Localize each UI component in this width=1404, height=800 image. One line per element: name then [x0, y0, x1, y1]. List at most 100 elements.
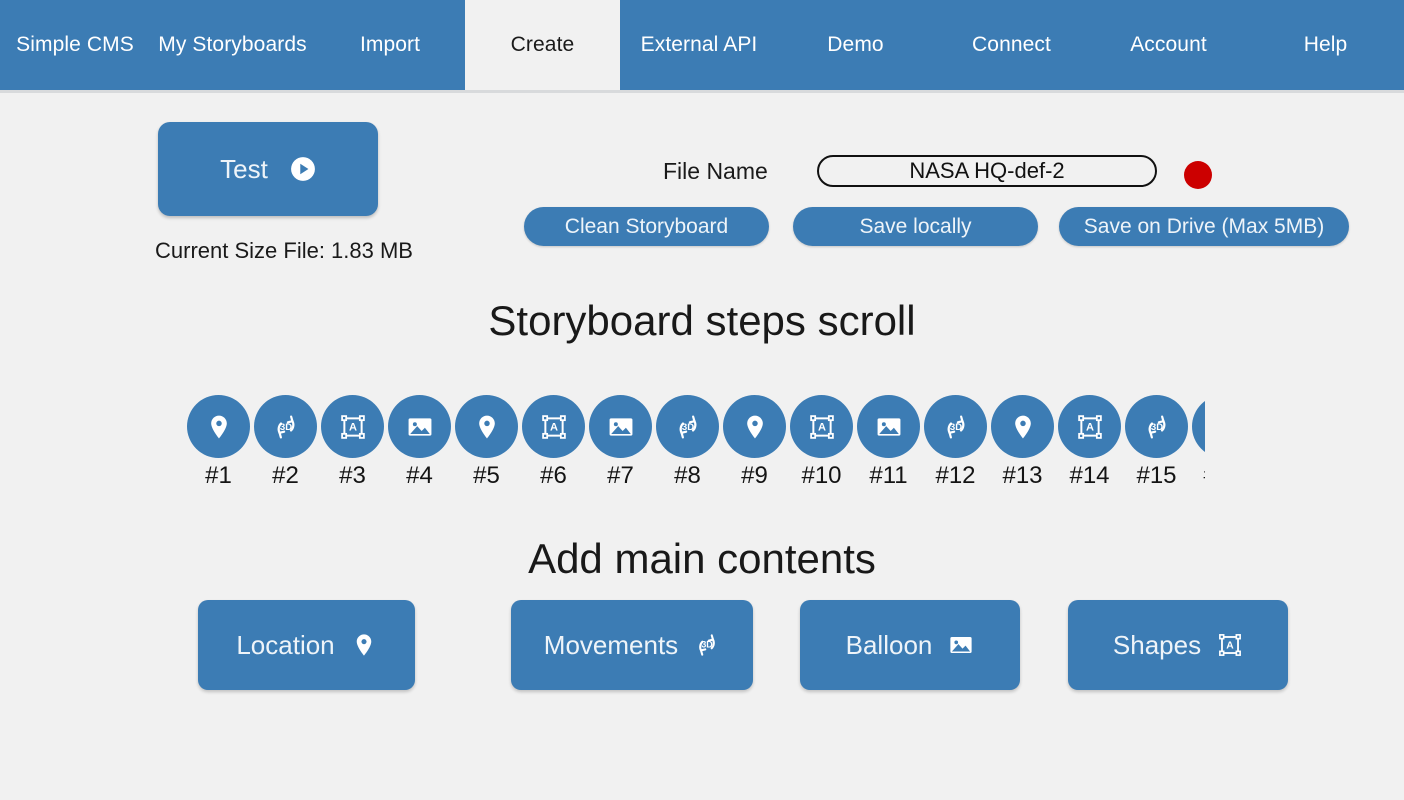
- nav-tab-simple-cms[interactable]: Simple CMS: [0, 0, 150, 90]
- storyboard-step[interactable]: #16: [1190, 395, 1205, 490]
- svg-text:3D: 3D: [279, 421, 291, 432]
- storyboard-step-button[interactable]: [455, 395, 518, 458]
- nav-tab-label: Import: [359, 33, 421, 56]
- storyboard-step[interactable]: A #10: [788, 395, 855, 490]
- storyboard-step-label: #14: [1069, 462, 1110, 489]
- storyboard-step-button[interactable]: A: [790, 395, 853, 458]
- record-status-dot[interactable]: [1184, 161, 1212, 189]
- nav-tab-label: Demo: [827, 33, 884, 56]
- storyboard-step[interactable]: #4: [386, 395, 453, 490]
- add-main-contents-heading: Add main contents: [528, 535, 876, 582]
- storyboard-step[interactable]: A #6: [520, 395, 587, 490]
- location-pin-icon: [351, 632, 377, 658]
- storyboard-step-button[interactable]: [589, 395, 652, 458]
- storyboard-step-button[interactable]: [991, 395, 1054, 458]
- file-name-input[interactable]: [817, 155, 1157, 187]
- svg-text:A: A: [348, 421, 356, 433]
- save-locally-button[interactable]: Save locally: [793, 207, 1038, 246]
- svg-text:3D: 3D: [949, 421, 961, 432]
- shapes-icon: A: [1217, 632, 1243, 658]
- storyboard-step[interactable]: #9: [721, 395, 788, 490]
- clean-storyboard-button[interactable]: Clean Storyboard: [524, 207, 769, 246]
- nav-tab-external-api[interactable]: External API: [620, 0, 778, 90]
- navbar-bottom-divider: [0, 90, 1404, 93]
- movements-3d-icon: 3D: [694, 632, 720, 658]
- add-location-button[interactable]: Location: [198, 600, 415, 690]
- file-name-label: File Name: [663, 158, 768, 184]
- nav-tab-connect[interactable]: Connect: [933, 0, 1090, 90]
- storyboard-step-label: #8: [674, 462, 701, 489]
- storyboard-step-button[interactable]: 3D: [254, 395, 317, 458]
- svg-text:3D: 3D: [681, 421, 693, 432]
- storyboard-step-label: #5: [473, 462, 500, 489]
- storyboard-step[interactable]: 3D #8: [654, 395, 721, 490]
- storyboard-step-button[interactable]: [1192, 395, 1205, 458]
- play-circle-icon: [290, 156, 316, 182]
- storyboard-step-button[interactable]: A: [522, 395, 585, 458]
- nav-tab-my-storyboards[interactable]: My Storyboards: [150, 0, 315, 90]
- movements-3d-icon: 3D: [1143, 413, 1171, 441]
- storyboard-step-button[interactable]: [187, 395, 250, 458]
- image-icon: [607, 413, 635, 441]
- nav-tab-label: External API: [640, 33, 758, 56]
- storyboard-step-label: #10: [801, 462, 842, 489]
- svg-text:A: A: [817, 421, 825, 433]
- add-movements-button[interactable]: Movements 3D: [511, 600, 753, 690]
- location-pin-icon: [205, 413, 233, 441]
- image-icon: [948, 632, 974, 658]
- movements-3d-icon: 3D: [272, 413, 300, 441]
- movements-3d-icon: 3D: [674, 413, 702, 441]
- nav-tab-import[interactable]: Import: [315, 0, 465, 90]
- test-button[interactable]: Test: [158, 122, 378, 216]
- svg-text:A: A: [549, 421, 557, 433]
- nav-tab-create[interactable]: Create: [465, 0, 620, 90]
- nav-tab-label: Create: [510, 33, 575, 56]
- storyboard-step-button[interactable]: [857, 395, 920, 458]
- nav-tab-label: Connect: [972, 33, 1051, 56]
- add-shapes-button[interactable]: Shapes A: [1068, 600, 1288, 690]
- nav-tab-help[interactable]: Help: [1247, 0, 1404, 90]
- svg-text:A: A: [1085, 421, 1093, 433]
- storyboard-step[interactable]: A #14: [1056, 395, 1123, 490]
- nav-tab-label: Simple CMS: [16, 33, 134, 56]
- storyboard-step[interactable]: 3D #12: [922, 395, 989, 490]
- storyboard-step-label: #15: [1136, 462, 1177, 489]
- storyboard-step[interactable]: #5: [453, 395, 520, 490]
- nav-tab-label: My Storyboards: [158, 33, 307, 56]
- storyboard-step[interactable]: #1: [185, 395, 252, 490]
- storyboard-step-label: #7: [607, 462, 634, 489]
- storyboard-step-button[interactable]: A: [1058, 395, 1121, 458]
- storyboard-step[interactable]: A #3: [319, 395, 386, 490]
- movements-3d-icon: 3D: [942, 413, 970, 441]
- storyboard-step[interactable]: 3D #15: [1123, 395, 1190, 490]
- shapes-icon: A: [540, 413, 568, 441]
- test-button-label: Test: [220, 153, 268, 184]
- location-pin-icon: [1009, 413, 1037, 441]
- storyboard-step-label: #3: [339, 462, 366, 489]
- storyboard-step-label: #12: [935, 462, 976, 489]
- storyboard-step-button[interactable]: 3D: [924, 395, 987, 458]
- svg-text:A: A: [1226, 640, 1234, 651]
- storyboard-step-label: #9: [741, 462, 768, 489]
- storyboard-step-button[interactable]: [388, 395, 451, 458]
- storyboard-step-button[interactable]: A: [321, 395, 384, 458]
- save-locally-label: Save locally: [859, 214, 972, 238]
- storyboard-step-button[interactable]: [723, 395, 786, 458]
- nav-tab-demo[interactable]: Demo: [778, 0, 933, 90]
- save-actions-row: Clean Storyboard Save locally Save on Dr…: [0, 207, 1404, 247]
- storyboard-step-label: #6: [540, 462, 567, 489]
- storyboard-step[interactable]: #7: [587, 395, 654, 490]
- storyboard-step-label: #11: [869, 462, 908, 489]
- current-size-file-text: Current Size File: 1.83 MB: [155, 238, 413, 263]
- add-balloon-button[interactable]: Balloon: [800, 600, 1020, 690]
- add-movements-label: Movements: [543, 629, 679, 660]
- save-on-drive-button[interactable]: Save on Drive (Max 5MB): [1059, 207, 1349, 246]
- storyboard-step-button[interactable]: 3D: [656, 395, 719, 458]
- storyboard-step-button[interactable]: 3D: [1125, 395, 1188, 458]
- storyboard-step[interactable]: 3D#2: [252, 395, 319, 490]
- nav-tab-account[interactable]: Account: [1090, 0, 1247, 90]
- storyboard-steps-heading: Storyboard steps scroll: [488, 297, 916, 344]
- storyboard-step[interactable]: #11: [855, 395, 922, 490]
- storyboard-step[interactable]: #13: [989, 395, 1056, 490]
